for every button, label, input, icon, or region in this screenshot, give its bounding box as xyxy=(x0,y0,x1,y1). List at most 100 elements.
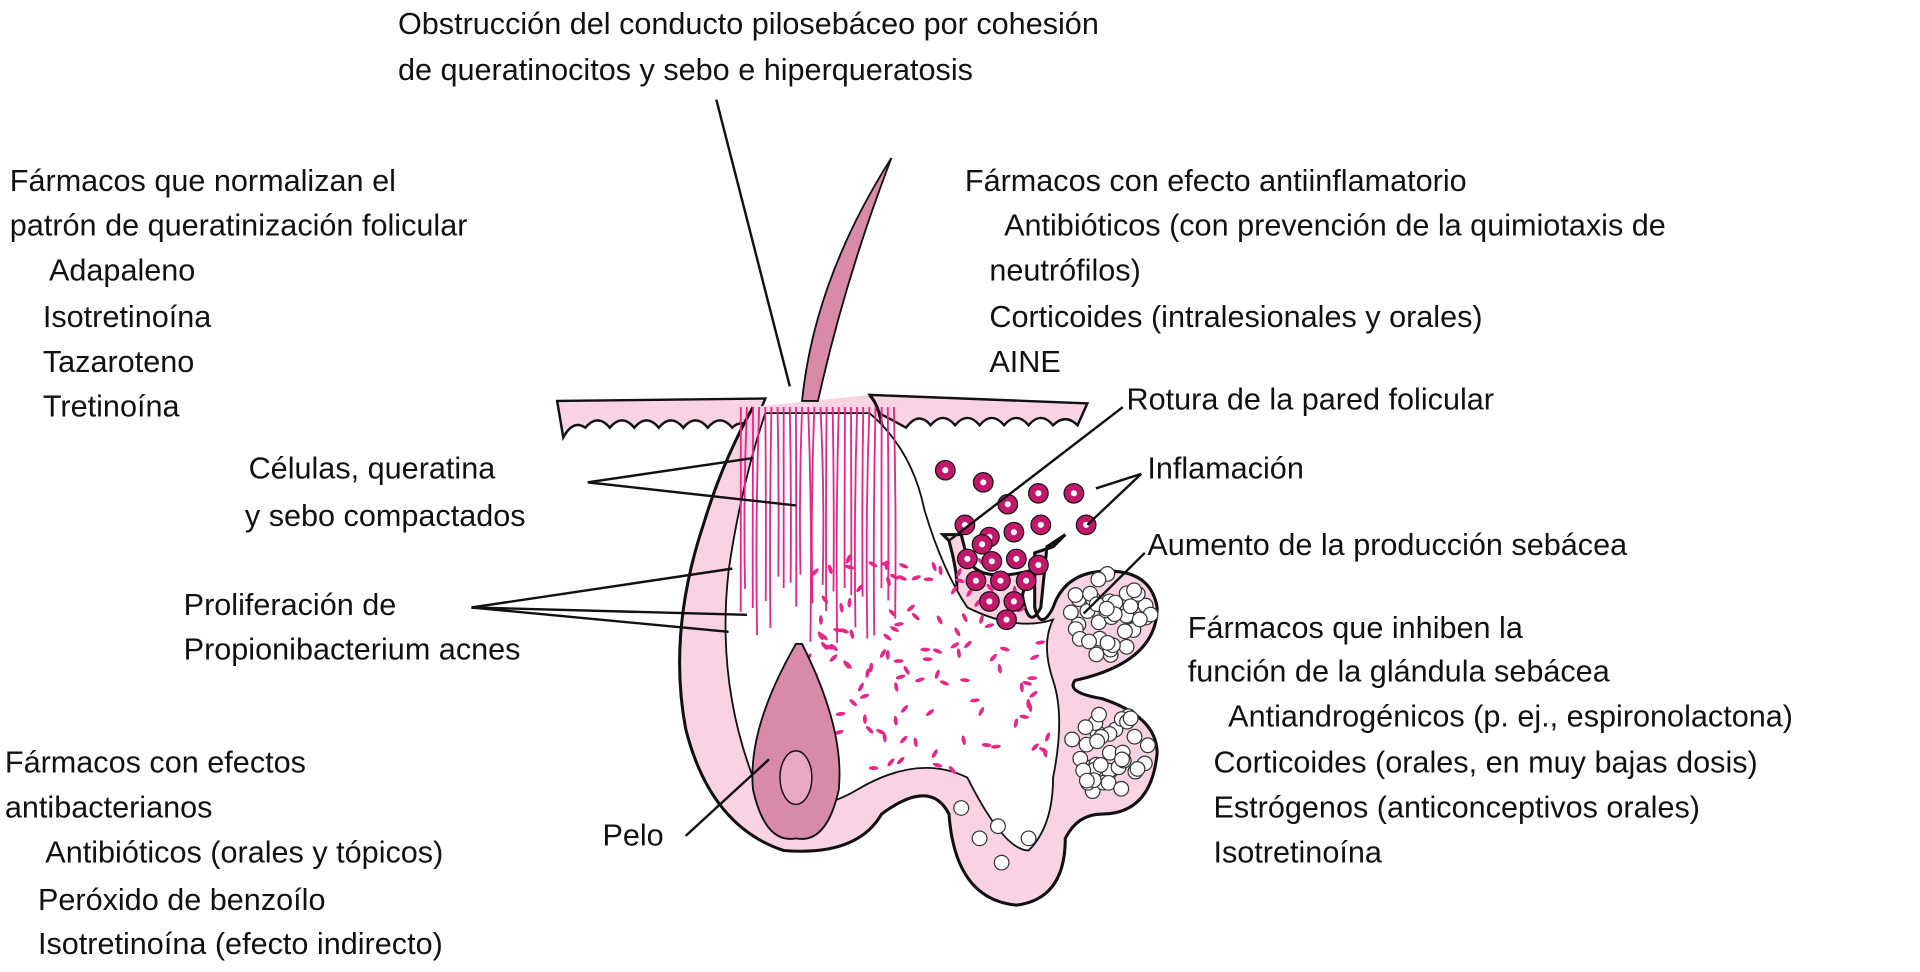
cell-nucleus xyxy=(972,577,979,584)
sebocyte xyxy=(1126,728,1143,745)
sebocyte xyxy=(1114,751,1130,768)
keratin-line xyxy=(886,407,890,601)
cell-nucleus xyxy=(1023,577,1030,584)
sebum-dash xyxy=(1029,690,1038,698)
hair-label: Pelo xyxy=(602,819,663,853)
antibacterial-drug-item: Antibióticos (orales y tópicos) xyxy=(45,836,443,870)
sebum-dash xyxy=(1019,714,1030,719)
sebum-dash xyxy=(894,622,904,627)
keratin-line xyxy=(892,407,897,619)
sebum-dash xyxy=(882,732,887,743)
sebum-dash xyxy=(865,668,870,678)
sebum-increase-label: Aumento de la producción sebácea xyxy=(1147,528,1627,562)
keratin-line xyxy=(788,407,792,583)
sebum-dash xyxy=(1031,743,1039,751)
sebum-dash xyxy=(922,657,933,662)
sebocyte xyxy=(1081,633,1097,650)
sebum-dashes xyxy=(803,554,1051,781)
sebum-dash xyxy=(868,766,879,771)
leader-lines xyxy=(471,99,1146,837)
sebum-dash xyxy=(893,715,898,726)
sebum-dash xyxy=(817,631,824,641)
keratin-line xyxy=(755,406,761,636)
keratin-line xyxy=(861,407,865,597)
sebum-dash xyxy=(970,698,980,703)
sebocyte xyxy=(1090,571,1107,588)
keratinization-drug-item: Isotretinoína xyxy=(43,300,211,334)
sebocyte xyxy=(1091,706,1107,723)
antibacterial-drug-item: Peróxido de benzoílo xyxy=(38,883,326,917)
sebum-dash xyxy=(926,709,935,716)
sebum-dash xyxy=(1045,732,1051,742)
sebum-dash xyxy=(911,613,920,621)
keratin-line xyxy=(865,406,871,639)
sebum-dash xyxy=(896,756,905,765)
sebocyte xyxy=(1129,761,1146,777)
sebocyte xyxy=(1100,774,1117,791)
sebum-dash xyxy=(821,595,829,604)
sebum-dash xyxy=(824,644,834,650)
sebum-dash xyxy=(950,642,960,649)
sebocyte xyxy=(1126,582,1143,599)
keratinization-drug-item: Adapaleno xyxy=(49,254,195,288)
sebum-dash xyxy=(956,568,962,578)
sebum-dash xyxy=(900,735,908,744)
sebaceous-drug-item: Isotretinoína xyxy=(1213,836,1381,870)
cell-nucleus xyxy=(1070,490,1077,497)
cell-nucleus xyxy=(942,467,949,474)
cell-nucleus xyxy=(978,541,986,548)
antiinflammatory-drug-item: AINE xyxy=(989,345,1060,379)
sebocyte xyxy=(1131,611,1148,628)
keratinization-drug-item: Tazaroteno xyxy=(43,345,194,379)
sebum-dash xyxy=(847,597,852,608)
sebum-dash xyxy=(955,578,965,583)
dermal-papilla xyxy=(779,750,813,806)
sebum-dash xyxy=(835,711,846,716)
sebum-dash xyxy=(866,726,874,734)
compacted-cells-label-line1: Células, queratina xyxy=(249,452,496,486)
keratin-line xyxy=(853,406,859,628)
compacted-cells-label-line2: y sebo compactados xyxy=(245,499,526,533)
sebum-dash xyxy=(894,682,899,692)
skin-surface-right xyxy=(867,393,1090,430)
sebaceous-heading-line2: función de la glándula sebácea xyxy=(1188,655,1610,689)
cell-nucleus xyxy=(997,577,1004,584)
sebocyte xyxy=(1113,780,1130,797)
sebum-dash xyxy=(1039,747,1048,754)
cell-nucleus xyxy=(1035,561,1042,569)
sebocyte xyxy=(971,830,988,847)
sebum-dash xyxy=(811,568,819,576)
antiinflammatory-drug-item: Antibióticos (con prevención de la quimi… xyxy=(1004,209,1666,243)
cell-nucleus xyxy=(964,555,971,562)
sebum-dash xyxy=(879,649,886,658)
keratin-line xyxy=(799,406,803,575)
sebum-dash xyxy=(920,647,931,652)
antibacterial-drug-item: Isotretinoína (efecto indirecto) xyxy=(38,927,443,961)
keratin-line xyxy=(872,407,877,636)
sebum-dash xyxy=(893,659,904,663)
sebum-dash xyxy=(829,654,838,662)
keratinization-drug-item: Tretinoína xyxy=(43,390,180,424)
sebum-dash xyxy=(948,765,956,774)
sebocyte xyxy=(1020,830,1037,847)
keratin-plug xyxy=(739,406,897,643)
sebaceous-cells xyxy=(953,566,1159,871)
sebum-dash xyxy=(845,554,852,564)
keratin-line xyxy=(776,407,780,577)
sebum-dash xyxy=(862,714,867,724)
keratinization-heading-line1: Fármacos que normalizan el xyxy=(10,164,396,198)
hair-shaft xyxy=(801,157,893,402)
follicle-rupture-label: Rotura de la pared folicular xyxy=(1127,383,1494,417)
sebum-dash xyxy=(932,648,943,654)
keratin-line xyxy=(807,406,812,642)
inflammatory-cells xyxy=(934,459,1097,630)
sebum-dash xyxy=(986,583,994,592)
antibacterial-heading-line1: Fármacos con efectos xyxy=(5,746,306,780)
sebaceous-heading-line1: Fármacos que inhiben la xyxy=(1188,611,1523,645)
sebum-dash xyxy=(960,678,970,683)
sebum-dash xyxy=(890,626,899,632)
keratin-line xyxy=(764,407,767,602)
sebocyte xyxy=(1064,731,1081,748)
sebum-dash xyxy=(899,563,909,569)
sebum-dash xyxy=(849,699,858,707)
